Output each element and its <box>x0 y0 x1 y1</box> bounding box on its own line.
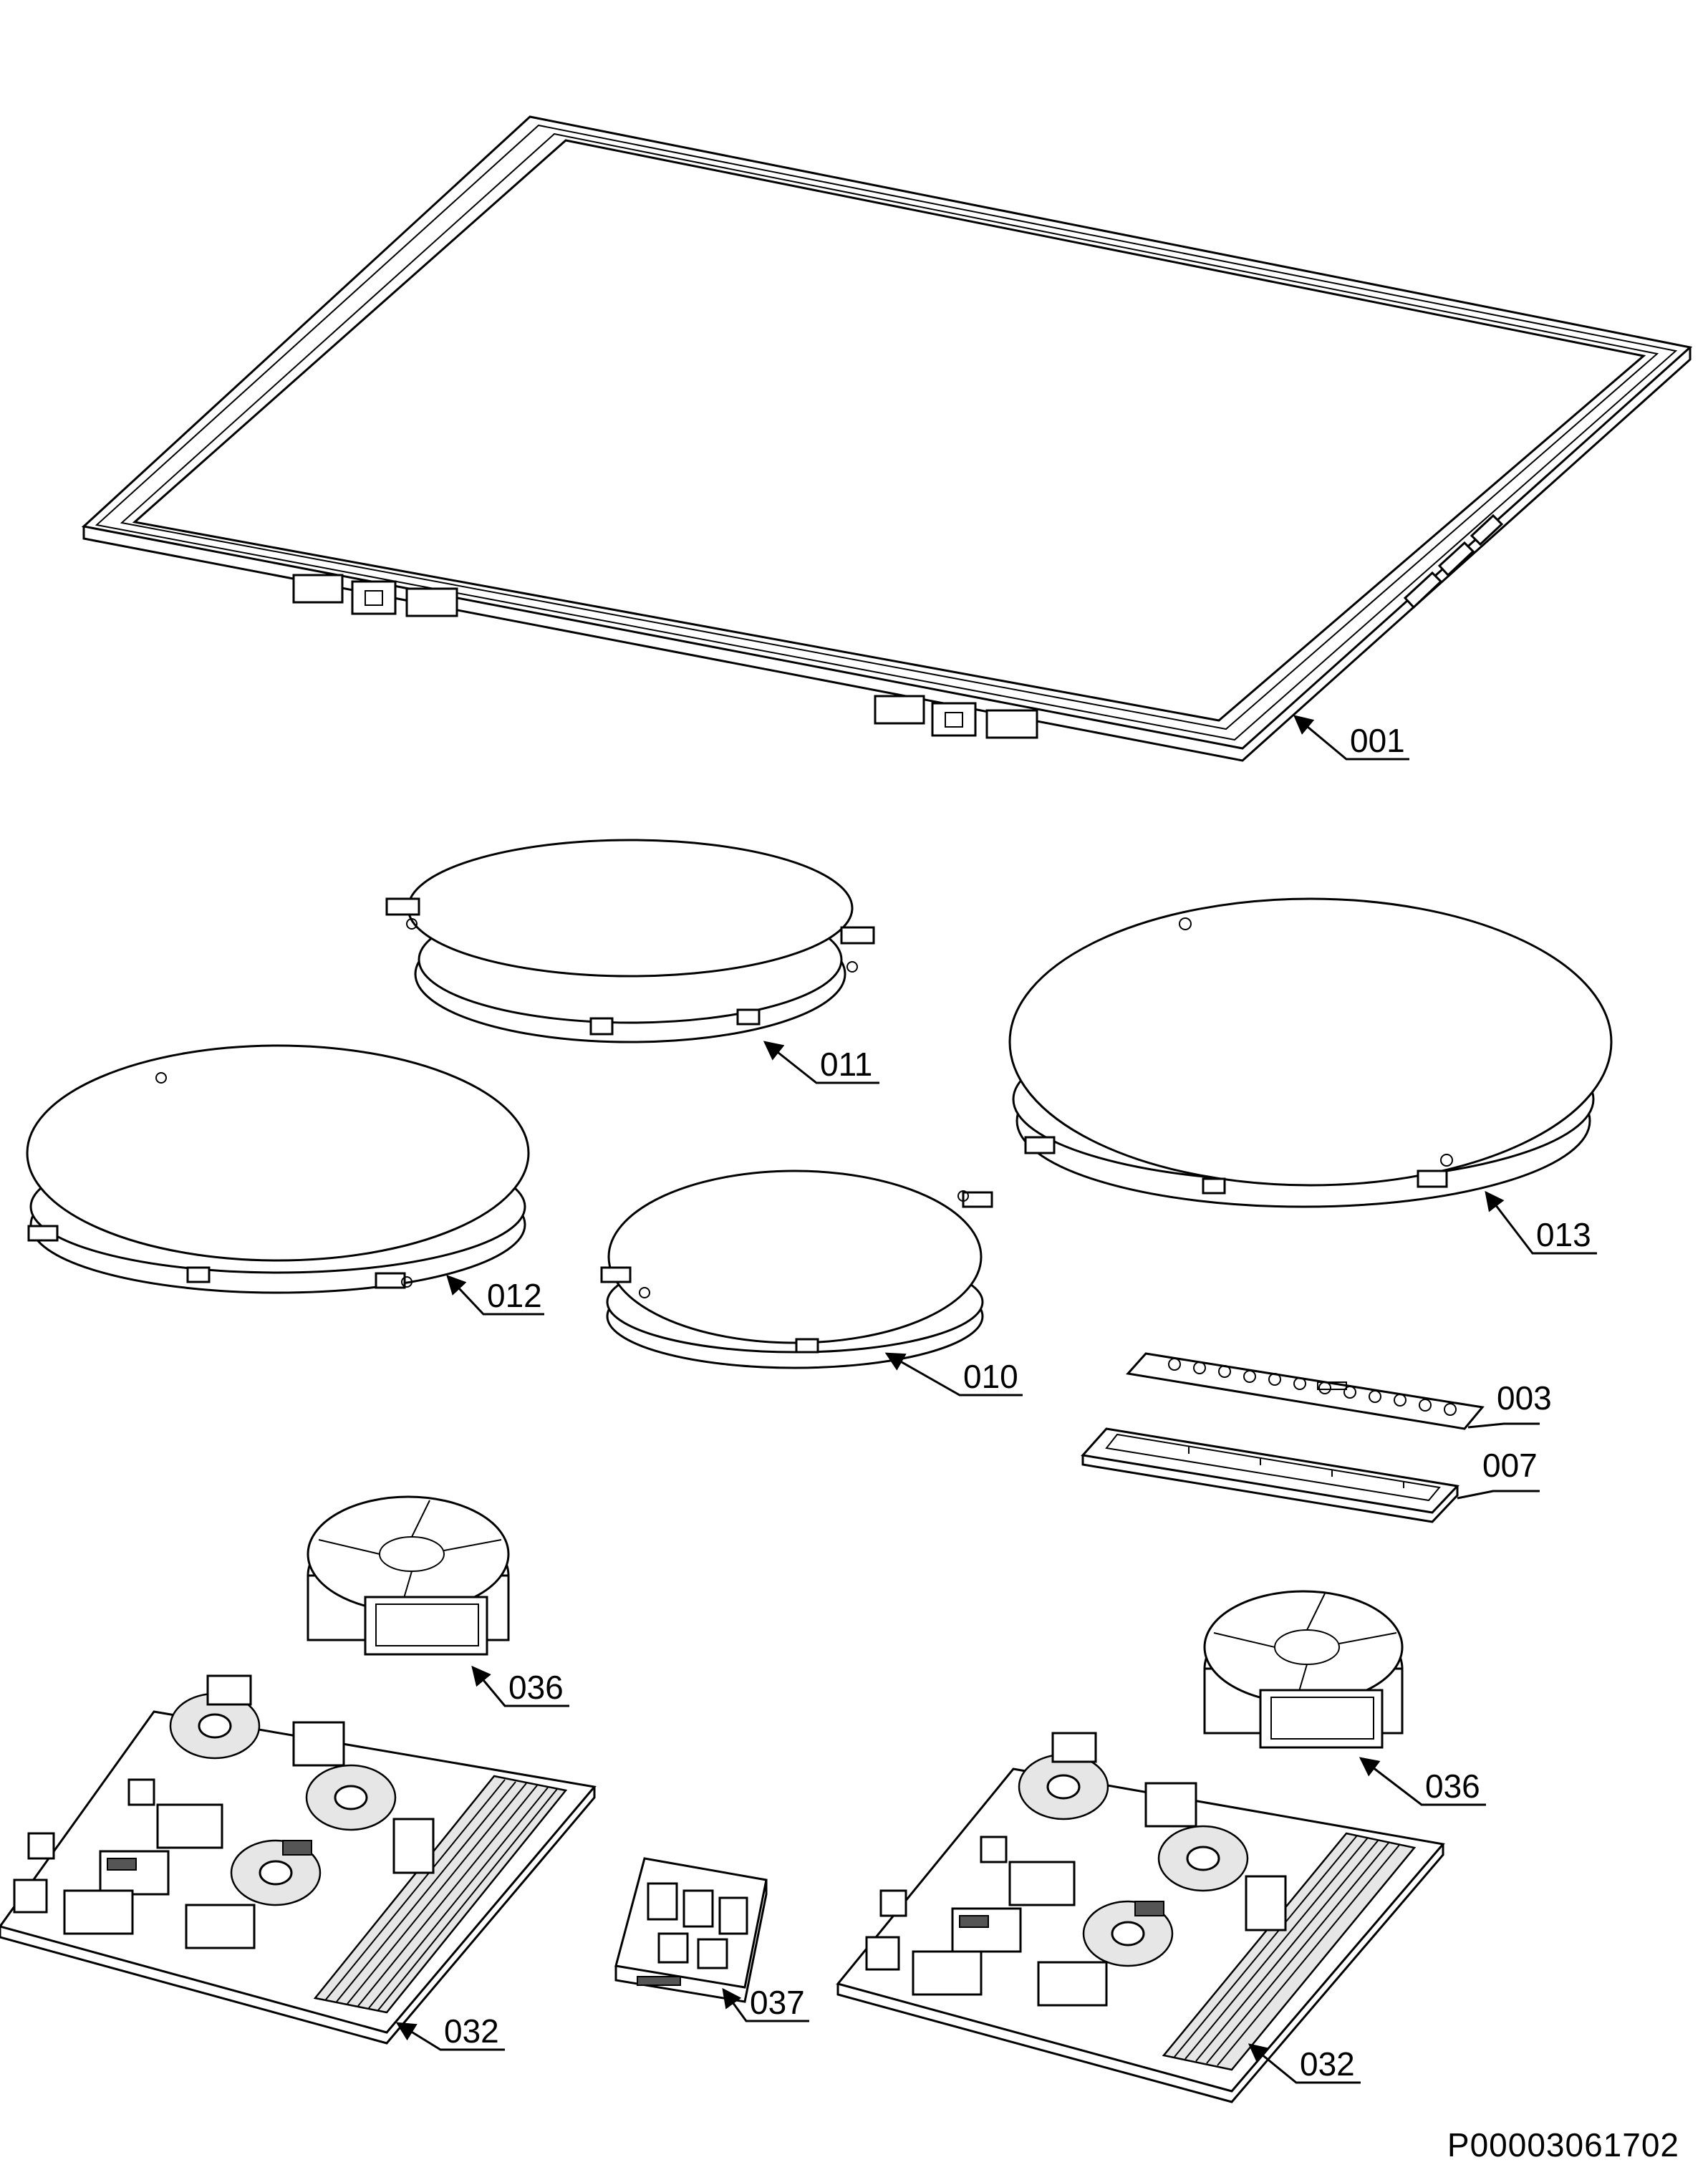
callout-label: 001 <box>1350 722 1405 759</box>
part-induction-coil-010 <box>600 1169 993 1369</box>
callout-label: 032 <box>444 2012 499 2050</box>
clip-group-side-right <box>1403 513 1504 609</box>
callout-label: 036 <box>1425 1767 1480 1805</box>
callout-label: 032 <box>1300 2045 1355 2083</box>
part-module-037 <box>614 1857 768 2003</box>
part-glass-top-frame <box>81 115 1693 762</box>
part-power-board-032-left <box>0 1674 597 2045</box>
part-display-holder-007 <box>1081 1427 1460 1523</box>
callout-032-right: 032 <box>1248 2043 1361 2084</box>
toroid-inductor <box>1082 1900 1174 1967</box>
clip-group-front-left <box>292 574 458 617</box>
toroid-inductor <box>169 1692 261 1760</box>
part-cooling-fan-036-right <box>1203 1590 1404 1749</box>
toroid-inductor <box>230 1839 322 1906</box>
part-induction-coil-012 <box>26 1044 530 1294</box>
callout-011: 011 <box>763 1041 879 1084</box>
part-induction-coil-011 <box>385 839 875 1043</box>
part-induction-coil-013 <box>1008 897 1613 1208</box>
callout-012: 012 <box>446 1275 544 1316</box>
callout-label: 012 <box>487 1277 542 1314</box>
part-cooling-fan-036-left <box>307 1495 510 1656</box>
toroid-inductor <box>1018 1753 1109 1820</box>
callout-036-left: 036 <box>471 1665 569 1707</box>
callout-007: 007 <box>1457 1447 1540 1500</box>
toroid-inductor <box>1157 1825 1249 1892</box>
part-power-board-032-right <box>836 1732 1445 2103</box>
callout-label: 037 <box>750 1984 805 2021</box>
callout-label: 007 <box>1482 1447 1538 1484</box>
document-id: P00003061702 <box>1447 2126 1679 2164</box>
callout-010: 010 <box>884 1352 1023 1397</box>
callout-032-left: 032 <box>395 2012 505 2051</box>
callout-036-right: 036 <box>1359 1757 1486 1806</box>
callout-label: 003 <box>1497 1379 1552 1417</box>
toroid-inductor <box>305 1764 397 1831</box>
callout-label: 036 <box>508 1669 564 1706</box>
clip-group-front-right <box>874 695 1038 739</box>
callout-037: 037 <box>722 1984 809 2022</box>
callout-001: 001 <box>1293 715 1409 761</box>
part-control-board-003 <box>1126 1352 1485 1430</box>
callout-003: 003 <box>1467 1379 1552 1429</box>
callout-label: 011 <box>820 1046 872 1083</box>
callout-013: 013 <box>1485 1190 1597 1255</box>
callout-label: 010 <box>963 1358 1018 1395</box>
callout-label: 013 <box>1536 1216 1591 1253</box>
